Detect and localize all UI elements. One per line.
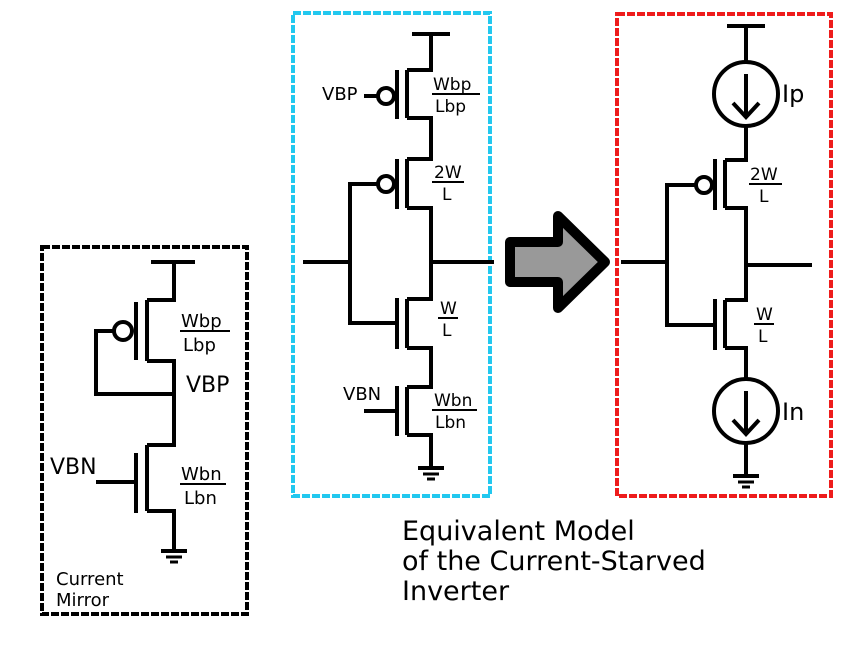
em-nmos-num: W — [756, 305, 773, 325]
caption-line1: Equivalent Model — [402, 516, 635, 547]
in-label: In — [782, 398, 804, 426]
in-arrowhead — [731, 418, 761, 437]
ip-arrowhead — [731, 101, 761, 120]
m1-bubble — [376, 86, 396, 106]
wire — [147, 359, 176, 447]
csi-m2-num: 2W — [434, 163, 462, 183]
csi-m2-den: L — [442, 185, 452, 205]
m2-bubble — [376, 174, 396, 194]
diode-connection — [94, 329, 174, 396]
equivalent-model-group: Ip In 2W L W L — [615, 12, 833, 498]
wire — [407, 206, 433, 301]
wire — [725, 206, 748, 302]
wire — [407, 34, 433, 72]
cm-pmos-ratio-num: Wbp — [181, 311, 222, 332]
em-pmos-den: L — [759, 187, 769, 207]
cm-node-vbp: VBP — [186, 373, 229, 398]
wire — [147, 509, 176, 549]
pmos-bubble — [112, 320, 134, 342]
current-mirror-group: Wbp Lbp VBP VBN Wbn Lbn Current Mirror — [40, 245, 249, 616]
csi-vbp-label: VBP — [322, 84, 358, 105]
em-nmos-den: L — [758, 327, 768, 347]
csi-vbn-label: VBN — [343, 384, 381, 405]
csi-m1-num: Wbp — [433, 75, 471, 95]
wire — [407, 116, 433, 161]
ip-label: Ip — [782, 80, 804, 108]
caption-line3: Inverter — [402, 576, 510, 607]
csi-m3-num: W — [440, 299, 457, 319]
current-mirror-box — [40, 245, 249, 616]
transform-arrow-icon — [505, 211, 610, 313]
input-wire — [665, 183, 715, 327]
equivalent-model-box — [615, 12, 833, 498]
ground-icon — [731, 474, 761, 489]
caption-line2: of the Current-Starved — [402, 546, 706, 577]
cm-gate-vbn: VBN — [50, 455, 97, 480]
wire — [407, 433, 433, 466]
cm-nmos-ratio-num: Wbn — [181, 464, 222, 485]
input-wire — [348, 182, 397, 325]
wire — [407, 346, 433, 389]
csi-m1-den: Lbp — [435, 97, 466, 117]
csi-m4-num: Wbn — [434, 391, 472, 411]
em-pmos-bubble — [694, 175, 714, 195]
csi-m3-den: L — [442, 321, 452, 341]
csi-m4-den: Lbn — [435, 413, 466, 433]
wire — [725, 346, 748, 379]
ground-icon — [159, 549, 189, 564]
ground-icon — [416, 466, 446, 481]
cm-caption-line1: Current — [56, 569, 124, 590]
cm-nmos-ratio-den: Lbn — [184, 488, 217, 509]
cm-caption-line2: Mirror — [56, 590, 110, 611]
wire — [725, 126, 748, 162]
wire — [147, 262, 176, 302]
current-starved-inverter-group: VBP Wbp Lbp 2W L W L VBN Wbn Lbn — [291, 11, 494, 498]
em-pmos-num: 2W — [750, 165, 778, 185]
cm-pmos-ratio-den: Lbp — [183, 335, 216, 356]
